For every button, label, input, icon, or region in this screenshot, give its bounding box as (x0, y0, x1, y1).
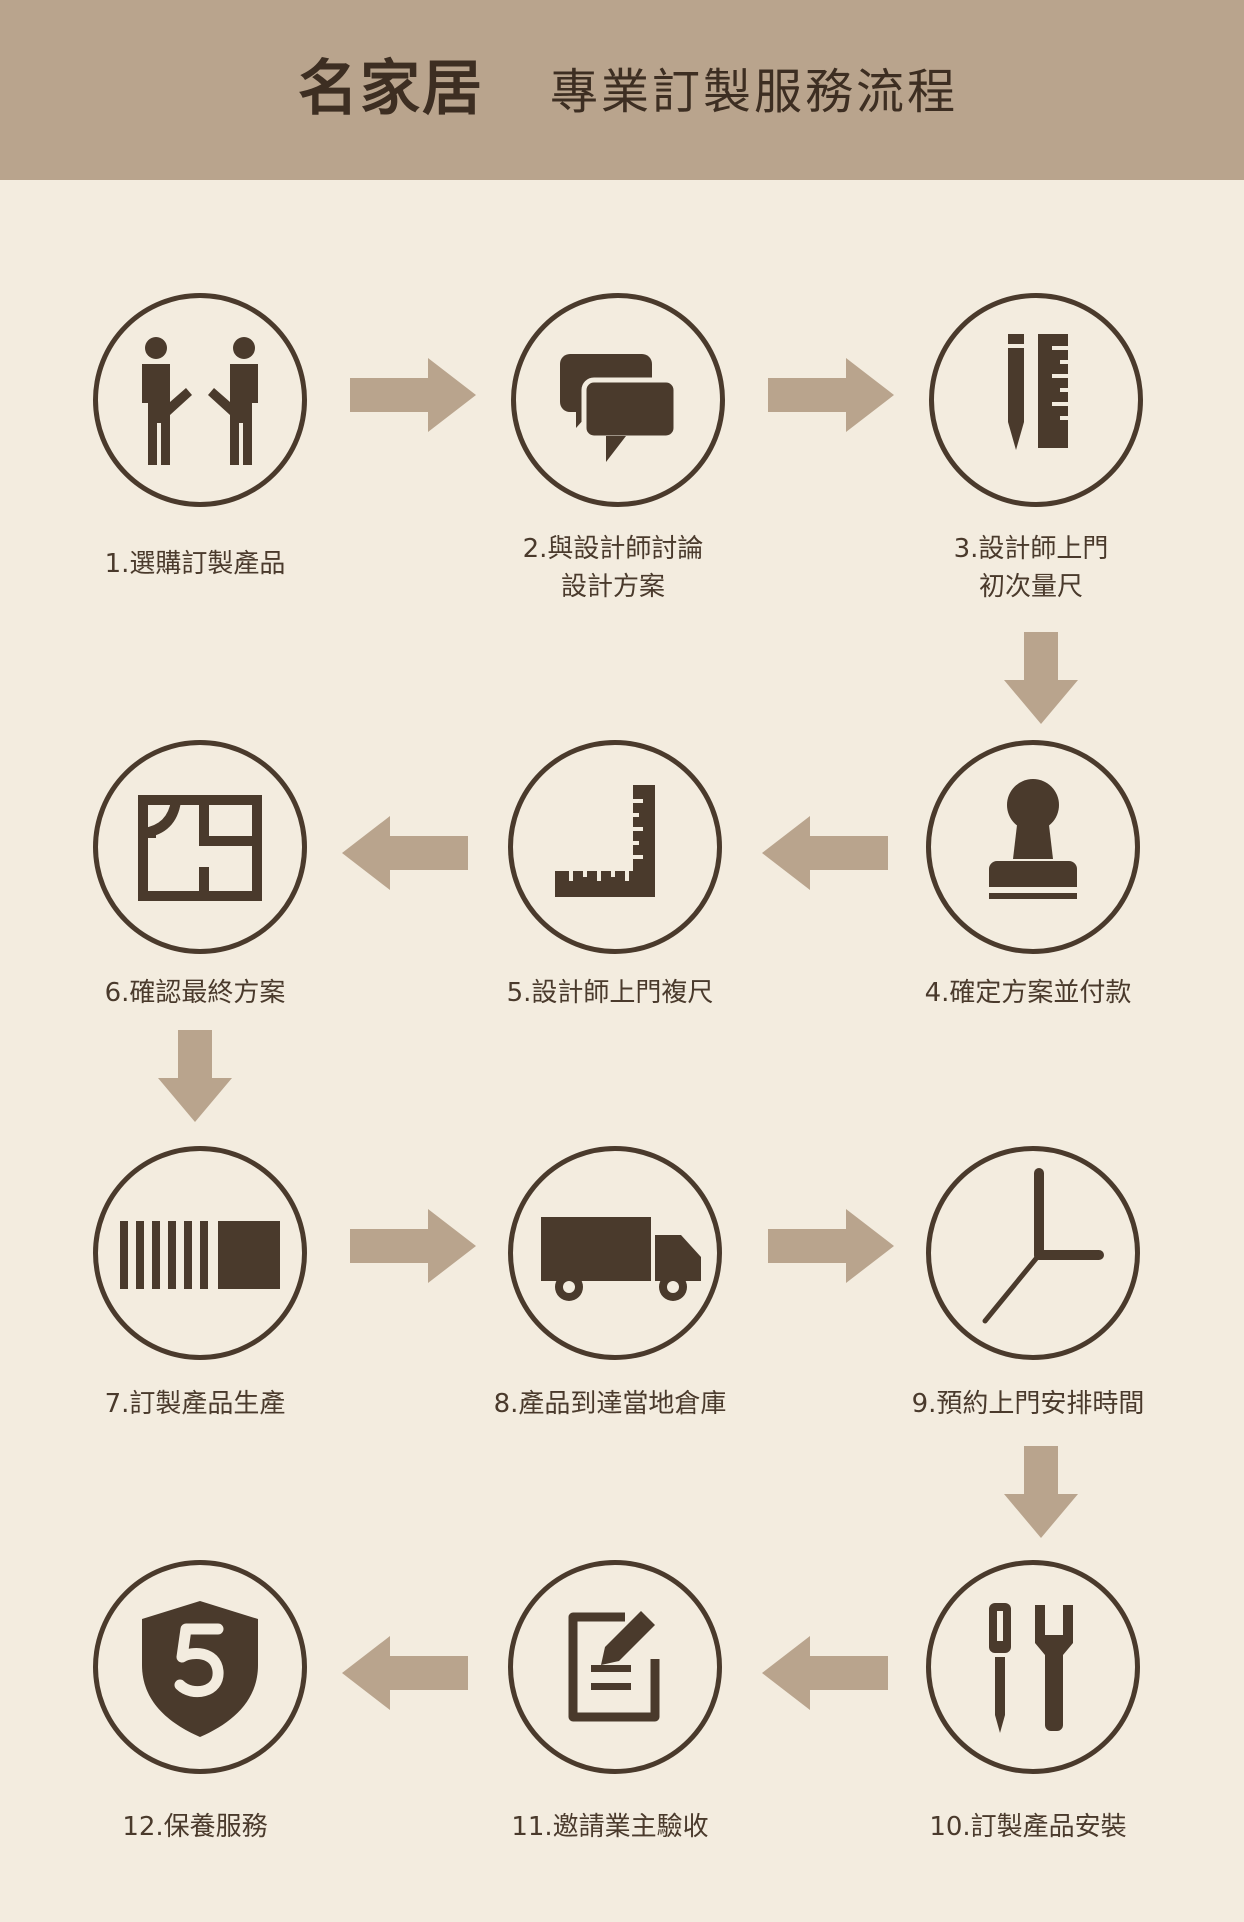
arrow-left-4-to-5 (762, 816, 888, 890)
brand-logo: 名家居 (298, 54, 484, 124)
step-5-label: 5.設計師上門複尺 (506, 978, 714, 1008)
step-1-label: 1.選購訂製產品 (104, 549, 286, 579)
step-9-circle (926, 1146, 1140, 1360)
step-10-label: 10.訂製產品安裝 (929, 1812, 1127, 1842)
tools-icon (989, 1603, 1073, 1733)
arrow-right-8-to-9 (768, 1209, 894, 1283)
pencil-ruler-icon (1008, 334, 1068, 450)
step-7-circle (93, 1146, 307, 1360)
stamp-icon (989, 779, 1077, 899)
page-title: 專業訂製服務流程 (550, 64, 959, 120)
step-8-label: 8.產品到達當地倉庫 (493, 1389, 727, 1419)
step-2-label: 2.與設計師討論 設計方案 (522, 534, 704, 602)
arrow-down-3-to-4 (1004, 632, 1078, 724)
arrow-down-9-to-10 (1004, 1446, 1078, 1538)
arrow-left-11-to-12 (342, 1636, 468, 1710)
step-5-circle (508, 740, 722, 954)
document-edit-icon (568, 1611, 660, 1722)
step-4-circle (926, 740, 1140, 954)
arrow-right-1-to-2 (350, 358, 476, 432)
step-7-label: 7.訂製產品生產 (104, 1389, 286, 1419)
step-4-label: 4.確定方案並付款 (924, 978, 1132, 1008)
barcode-icon (120, 1221, 280, 1289)
step-3-label: 3.設計師上門 初次量尺 (953, 534, 1109, 602)
floor-plan-icon (138, 795, 262, 901)
square-ruler-icon (555, 785, 655, 897)
arrow-left-10-to-11 (762, 1636, 888, 1710)
shield-5-icon (142, 1601, 258, 1737)
step-11-label: 11.邀請業主驗收 (511, 1812, 709, 1842)
step-9-label: 9.預約上門安排時間 (911, 1389, 1145, 1419)
arrow-right-2-to-3 (768, 358, 894, 432)
handshake-people-icon (142, 337, 258, 465)
arrow-down-6-to-7 (158, 1030, 232, 1122)
chat-bubbles-icon (560, 354, 679, 462)
arrow-right-7-to-8 (350, 1209, 476, 1283)
step-2-circle (511, 293, 725, 507)
clock-icon (982, 1168, 1104, 1324)
step-1-circle (93, 293, 307, 507)
step-11-circle (508, 1560, 722, 1774)
step-3-circle (929, 293, 1143, 507)
step-8-circle (508, 1146, 722, 1360)
step-12-circle (93, 1560, 307, 1774)
step-6-circle (93, 740, 307, 954)
step-12-label: 12.保養服務 (122, 1812, 268, 1842)
header-banner: 名家居 專業訂製服務流程 (0, 0, 1244, 180)
truck-icon (541, 1217, 701, 1301)
step-10-circle (926, 1560, 1140, 1774)
step-6-label: 6.確認最終方案 (104, 978, 286, 1008)
arrow-left-5-to-6 (342, 816, 468, 890)
